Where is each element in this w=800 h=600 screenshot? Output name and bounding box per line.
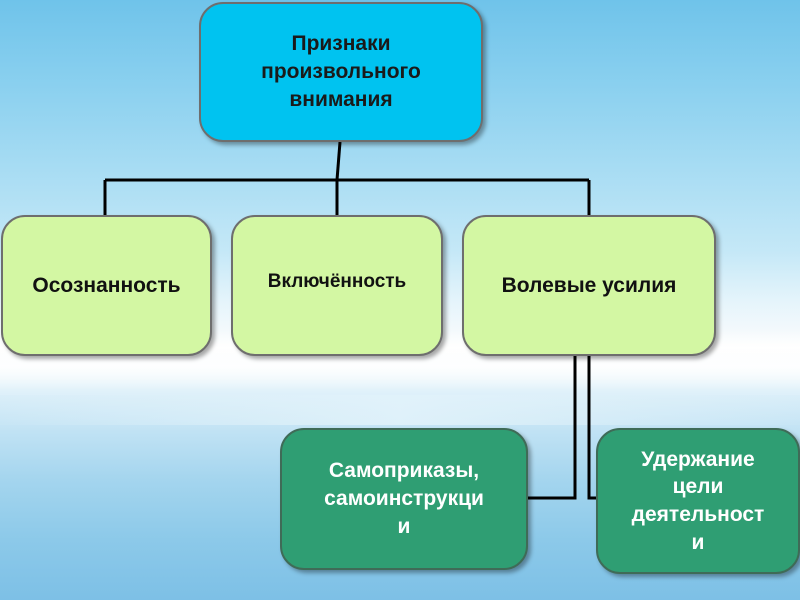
root-node-priznaki: Признаки произвольного внимания xyxy=(199,2,483,142)
samoprikazy-line-2: самоинструкци xyxy=(324,487,484,511)
samoprikazy-line-3: и xyxy=(397,514,411,538)
node-samoprikazy: Самоприказы, самоинструкци и xyxy=(280,428,528,570)
root-line-2: произвольного xyxy=(261,60,421,84)
node-samoprikazy-label: Самоприказы, самоинструкци и xyxy=(324,457,484,540)
root-node-label: Признаки произвольного внимания xyxy=(261,30,421,113)
node-volevye-usiliya: Волевые усилия xyxy=(462,215,716,356)
node-volevye-usiliya-label: Волевые усилия xyxy=(501,273,677,297)
uderzhanie-line-1: Удержание xyxy=(641,447,755,471)
root-line-1: Признаки xyxy=(291,32,391,56)
node-uderzhanie-tseli: Удержание цели деятельност и xyxy=(596,428,800,574)
node-uderzhanie-tseli-label: Удержание цели деятельност и xyxy=(632,446,765,557)
node-vklyuchennost-label: Включённость xyxy=(267,270,407,292)
uderzhanie-line-2: цели xyxy=(672,475,724,499)
connector-root-stem xyxy=(335,141,342,181)
node-osoznannost-label: Осознанность xyxy=(32,273,181,297)
node-osoznannost: Осознанность xyxy=(1,215,212,356)
root-line-3: внимания xyxy=(289,87,393,111)
uderzhanie-line-3: деятельност xyxy=(631,503,765,526)
node-vklyuchennost: Включённость xyxy=(231,215,443,356)
uderzhanie-line-4: и xyxy=(691,530,705,554)
connector-to-uderzhanie xyxy=(587,356,596,500)
samoprikazy-line-1: Самоприказы, xyxy=(328,459,480,483)
connector-to-samoprikazy xyxy=(528,356,577,500)
